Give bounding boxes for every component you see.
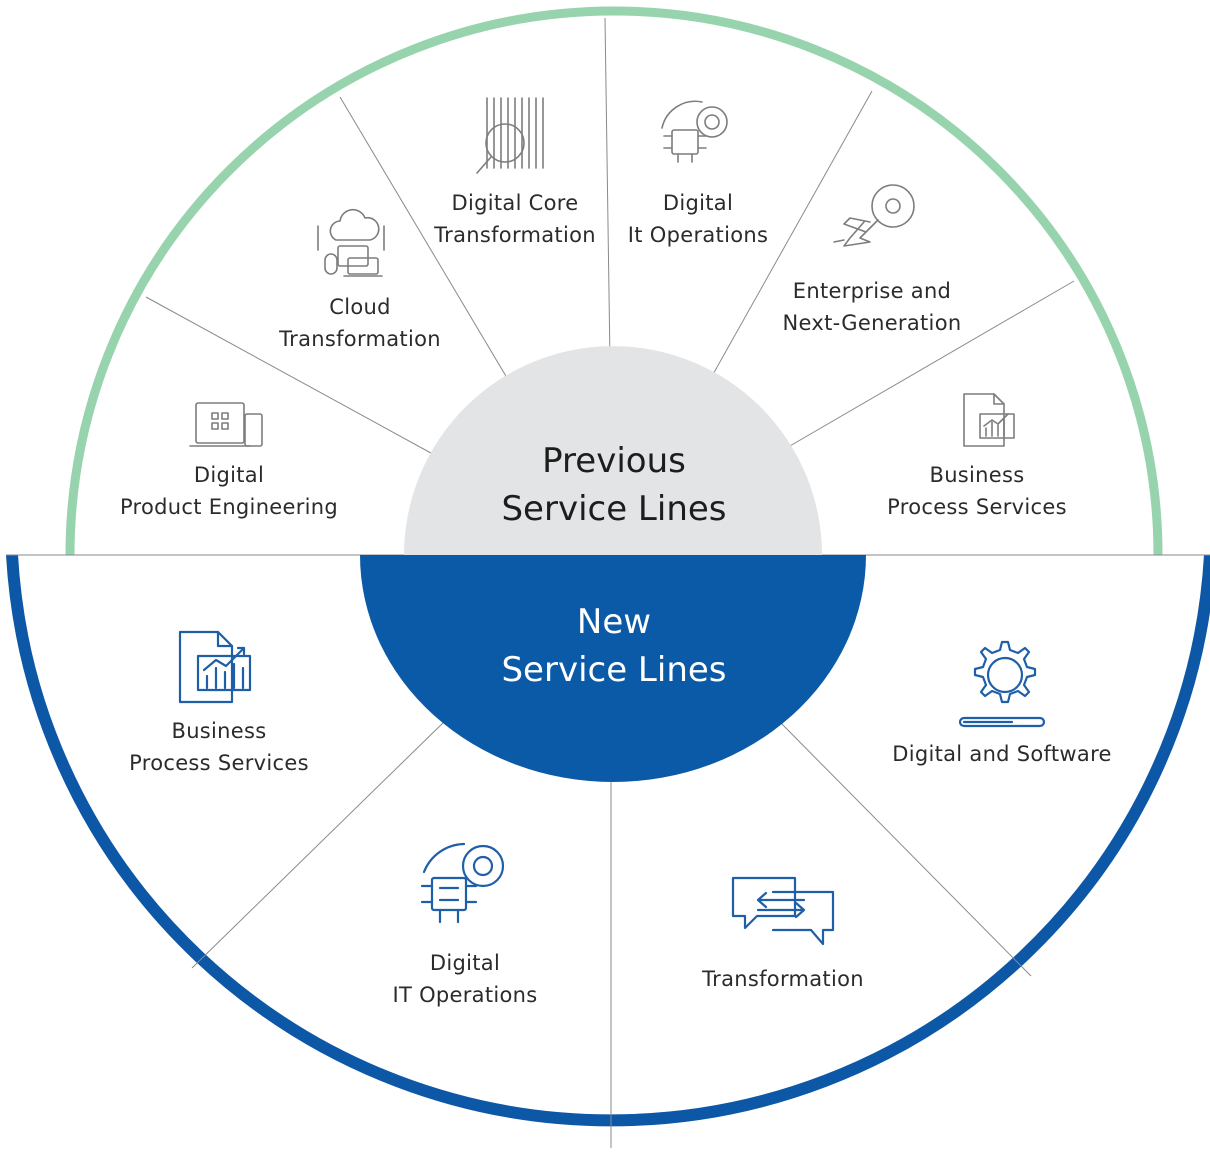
label-line1: Enterprise and [793, 279, 951, 303]
previous-outer-ring [65, 6, 1163, 556]
previous-segment-digital-core-transformation: Digital Core Transformation [433, 97, 596, 247]
new-segment-business-process-services: Business Process Services [129, 630, 309, 775]
label-line2: Transformation [278, 327, 441, 351]
label-line1: Digital Core [452, 191, 579, 215]
previous-hub-title-line2: Service Lines [501, 489, 726, 529]
previous-dividers [145, 17, 1075, 459]
label-line2: Next-Generation [783, 311, 962, 335]
binary-magnifier-icon [476, 97, 544, 174]
new-dividers [191, 719, 1032, 1148]
new-hub-title-line2: Service Lines [501, 650, 726, 690]
label-line1: Digital [430, 951, 500, 975]
digital-product-icon [189, 402, 263, 447]
label-line2: IT Operations [392, 983, 537, 1007]
new-segment-digital-it-operations: Digital IT Operations [392, 842, 537, 1007]
previous-hub-title-line1: Previous [542, 441, 686, 481]
new-hub-title-line1: New [577, 602, 651, 642]
label-line2: Process Services [129, 751, 309, 775]
new-segment-transformation: Transformation [701, 876, 864, 991]
starship-icon [833, 184, 915, 247]
report-chart-icon [178, 630, 252, 704]
gear-progress-icon [958, 640, 1046, 728]
new-segment-digital-and-software: Digital and Software [892, 640, 1112, 766]
label-line1: Cloud [329, 295, 391, 319]
report-chart-icon [963, 393, 1015, 447]
label-line1: Digital [194, 463, 264, 487]
new-hub [360, 555, 866, 782]
chip-gear-icon [661, 100, 728, 163]
cloud-devices-icon [317, 208, 385, 277]
label-line2: It Operations [628, 223, 768, 247]
previous-segment-business-process-services: Business Process Services [887, 393, 1067, 519]
previous-hub [404, 346, 822, 555]
label-line2: Transformation [433, 223, 596, 247]
previous-segment-enterprise-next-generation: Enterprise and Next-Generation [783, 184, 962, 335]
previous-segment-digital-it-operations: Digital It Operations [628, 100, 768, 247]
label-line1: Business [929, 463, 1024, 487]
label-line1: Digital [663, 191, 733, 215]
label-line1: Transformation [701, 967, 864, 991]
label-line1: Digital and Software [892, 742, 1112, 766]
previous-segment-cloud-transformation: Cloud Transformation [278, 208, 441, 351]
label-line2: Process Services [887, 495, 1067, 519]
previous-segment-digital-product-engineering: Digital Product Engineering [120, 402, 338, 519]
chat-arrows-icon [731, 876, 835, 946]
label-line1: Business [171, 719, 266, 743]
label-line2: Product Engineering [120, 495, 338, 519]
chip-gear-icon [420, 842, 505, 924]
